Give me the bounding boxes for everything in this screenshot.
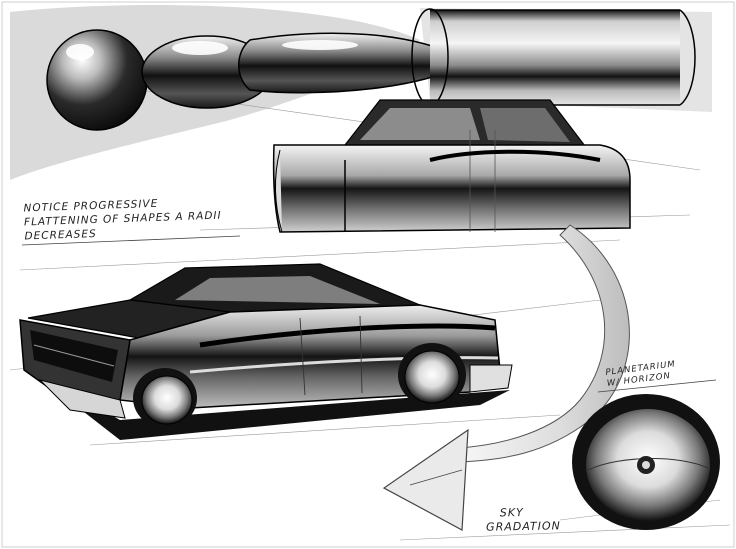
planetarium-note-underline <box>597 379 717 393</box>
sphere-shape <box>46 29 148 131</box>
cylinder-shape <box>411 8 696 106</box>
radii-note: NOTICE PROGRESSIVE FLATTENING OF SHAPES … <box>23 195 222 244</box>
rear-wheel <box>398 343 466 407</box>
torpedo-shape <box>238 32 468 94</box>
planetarium-wheel <box>572 394 720 530</box>
front-wheel <box>133 368 197 428</box>
radii-note-underline <box>21 235 241 246</box>
sky-note-line-1: SKY <box>499 505 524 520</box>
sky-gradation-note: SKY GRADATION <box>486 505 561 534</box>
sky-gradation-arrow <box>382 224 630 531</box>
sky-note-line-2: GRADATION <box>486 519 561 534</box>
sedan-block-form <box>272 99 631 233</box>
